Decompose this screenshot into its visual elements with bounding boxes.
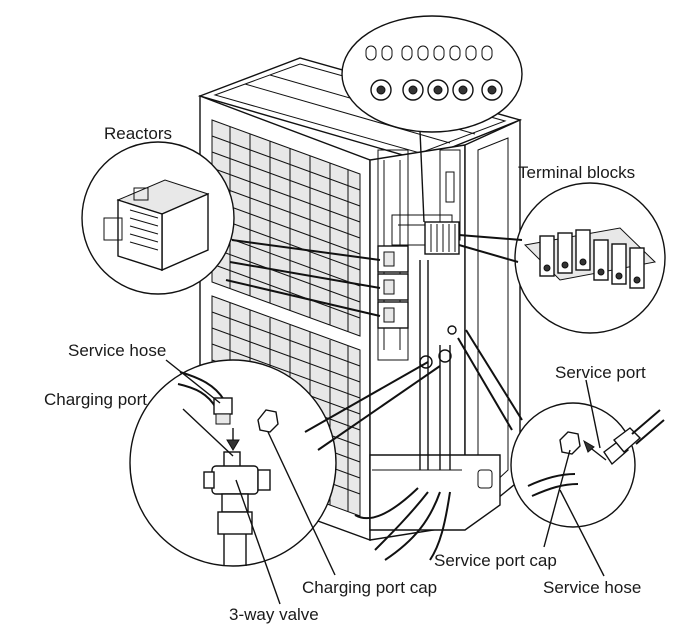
unit-reactors <box>377 245 409 329</box>
label-service-hose-right: Service hose <box>543 578 641 597</box>
terminal-blocks-callout <box>458 182 666 334</box>
label-terminal-blocks: Terminal blocks <box>518 163 635 182</box>
service-port-callout <box>457 329 665 528</box>
labels: Reactors Terminal blocks Service hose Ch… <box>44 124 646 624</box>
label-service-port-cap: Service port cap <box>434 551 557 570</box>
wire-terminals-callout <box>341 15 523 223</box>
label-charging-port: Charging port <box>44 390 147 409</box>
charging-port-callout <box>129 359 441 567</box>
label-leaders <box>165 359 605 605</box>
reactors-callout <box>81 141 381 317</box>
label-charging-port-cap: Charging port cap <box>302 578 437 597</box>
label-three-way-valve: 3-way valve <box>229 605 319 624</box>
label-reactors: Reactors <box>104 124 172 143</box>
label-service-hose-left: Service hose <box>68 341 166 360</box>
unit-terminal-block <box>424 221 460 255</box>
label-service-port: Service port <box>555 363 646 382</box>
